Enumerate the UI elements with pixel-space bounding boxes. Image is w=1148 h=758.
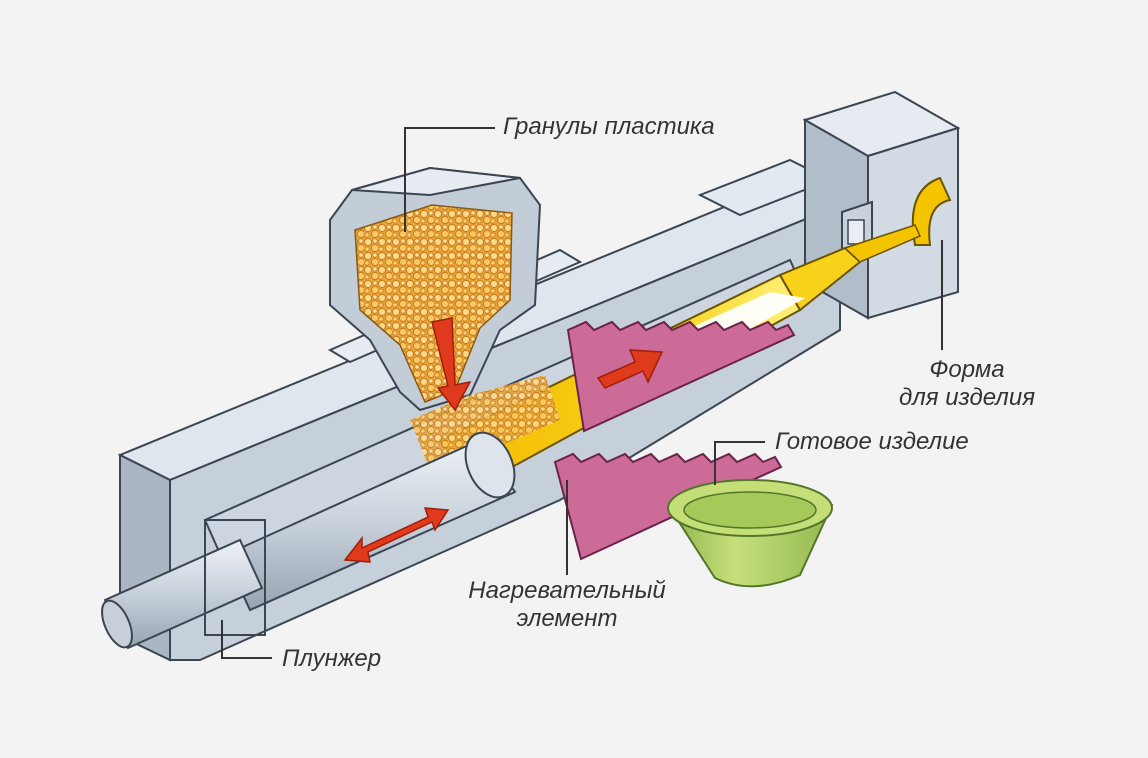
label-product: Готовое изделие xyxy=(775,428,969,455)
arrow-double-icon xyxy=(343,507,450,563)
finished-product xyxy=(667,479,834,588)
label-mold-line2: для изделия xyxy=(898,384,1036,411)
label-heater-line2: элемент xyxy=(516,605,618,632)
label-mold-line1: Форма xyxy=(929,356,1005,383)
plunger-frame xyxy=(204,519,266,636)
leader-plunger xyxy=(221,620,272,659)
arrow-right-icon xyxy=(596,349,664,389)
leader-product xyxy=(714,441,765,485)
arrow-down-icon xyxy=(431,317,472,412)
leader-lines xyxy=(221,127,943,659)
label-heater-line1: Нагревательный xyxy=(468,577,666,604)
label-plunger: Плунжер xyxy=(282,645,382,672)
hopper xyxy=(329,166,542,412)
label-mold: Форма для изделия xyxy=(872,356,1062,412)
label-heater: Нагревательный элемент xyxy=(432,577,702,633)
label-granules: Гранулы пластика xyxy=(503,113,715,140)
plunger xyxy=(101,431,517,650)
flow-arrows xyxy=(343,317,664,563)
mold-cavity-icon xyxy=(847,219,865,245)
granules-in-barrel xyxy=(410,375,560,470)
mold-cavity xyxy=(911,176,952,246)
leader-granules xyxy=(404,127,495,232)
heater-top xyxy=(566,320,796,433)
